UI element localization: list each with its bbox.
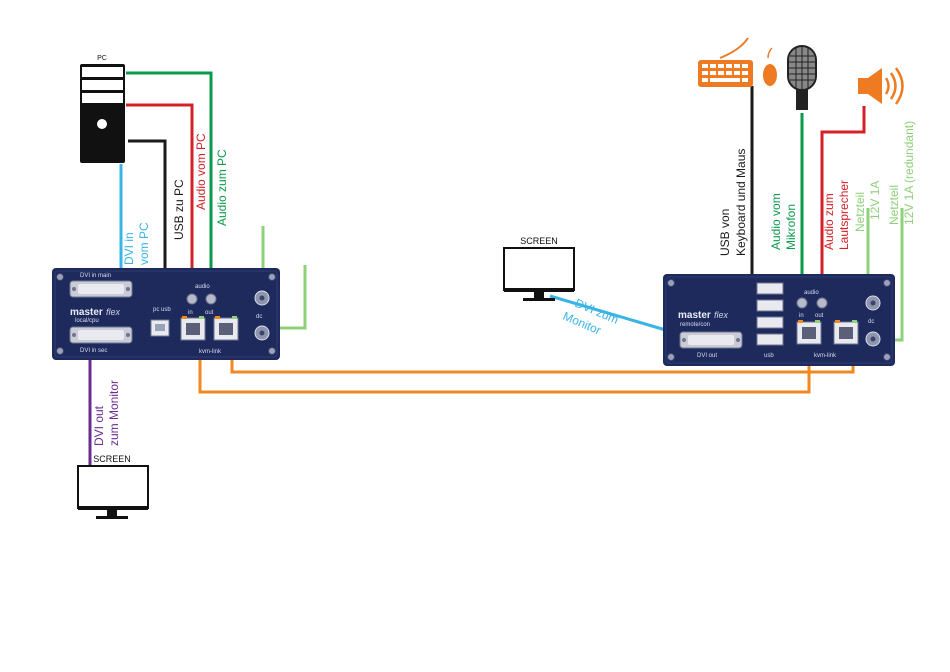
rj45-port-icon [796, 320, 859, 345]
dc-jack-icon [254, 290, 270, 341]
remote-audio-in-label: in [799, 313, 804, 319]
screw-icon [667, 279, 891, 361]
remote-brand-script: flex [714, 310, 729, 320]
local-dc-label: dc [256, 314, 262, 320]
label-audio-vom-mikrofon-line1: Audio vom [769, 193, 783, 250]
dc-jack-icon [865, 295, 881, 347]
label-usb-von-line1: USB von [718, 209, 732, 256]
local-dvi-in-sec-label: DVI in sec [80, 348, 107, 354]
local-audio-in-label: in [188, 310, 193, 316]
mouse-icon [763, 47, 777, 86]
keyboard-icon [698, 37, 753, 87]
rj45-port-icon [180, 316, 239, 341]
speaker-icon [858, 67, 904, 105]
label-dvi-in-line2: vom PC [137, 222, 151, 265]
screw-icon [56, 273, 276, 355]
label-audio-zum-line1: Audio zum [822, 193, 836, 250]
dvi-port-icon [679, 331, 743, 349]
local-power-cable-2 [270, 265, 307, 330]
remote-audio-label: audio [804, 290, 819, 296]
usb-to-pc-cable [128, 139, 167, 322]
dvi-port-icon [69, 326, 133, 344]
remote-kvm-link-label: kvm-link [814, 353, 837, 359]
label-usb-von-line2: Keyboard und Maus [734, 149, 748, 256]
local-monitor-icon: SCREEN [77, 454, 149, 519]
label-audio-zum-pc: Audio zum PC [215, 149, 229, 226]
local-kvm-link-label: kvm-link [199, 349, 222, 355]
remote-screen-label: SCREEN [520, 236, 558, 246]
local-brand-script: flex [106, 307, 121, 317]
microphone-icon [787, 45, 817, 110]
label-netzteil2-line1: Netzteil [887, 185, 901, 225]
label-dvi-out-line2: zum Monitor [107, 380, 121, 446]
label-netzteil2-line2: 12V 1A (redundant) [902, 121, 916, 225]
label-audio-zum-line2: Lautsprecher [837, 180, 851, 250]
label-usb-zu-pc: USB zu PC [172, 179, 186, 240]
label-audio-vom-mikrofon-line2: Mikrofon [784, 204, 798, 250]
local-brand: master [70, 307, 103, 318]
audio-to-pc-cable [126, 71, 213, 296]
remote-audio-out-label: out [815, 313, 824, 319]
local-pc-usb-label: pc usb [153, 307, 171, 313]
remote-dvi-out-label: DVI out [697, 353, 717, 359]
remote-usb-label: usb [764, 353, 774, 359]
usb-port-icon [756, 282, 784, 346]
dvi-port-icon [69, 280, 133, 298]
label-netzteil1-line1: Netzteil [853, 192, 867, 232]
local-unit: DVI in main master flex local/cpu DVI in… [52, 268, 280, 360]
usb-port-icon [150, 319, 170, 337]
remote-unit: master flex remote/con DVI out usb audio… [663, 274, 895, 366]
remote-dc-label: dc [868, 319, 874, 325]
remote-brand: master [678, 310, 711, 321]
remote-monitor-icon: SCREEN [503, 236, 575, 301]
label-dvi-in-line1: DVI in [122, 232, 136, 265]
local-dvi-in-main-label: DVI in main [80, 273, 111, 279]
pc-label: PC [97, 55, 107, 62]
local-screen-label: SCREEN [93, 454, 131, 464]
local-audio-out-label: out [205, 310, 214, 316]
audio-jack-icon [186, 293, 217, 305]
speaker-cable [820, 106, 866, 298]
label-netzteil1-line2: 12V 1A [868, 181, 882, 220]
pc-tower-icon: PC [80, 55, 125, 163]
remote-subtitle: remote/con [680, 322, 710, 328]
audio-jack-icon [796, 297, 828, 309]
local-audio-label: audio [195, 284, 210, 290]
label-audio-vom-pc: Audio vom PC [194, 133, 208, 210]
audio-from-pc-cable [126, 103, 194, 296]
label-dvi-out-line1: DVI out [92, 405, 106, 446]
local-subtitle: local/cpu [75, 318, 99, 324]
